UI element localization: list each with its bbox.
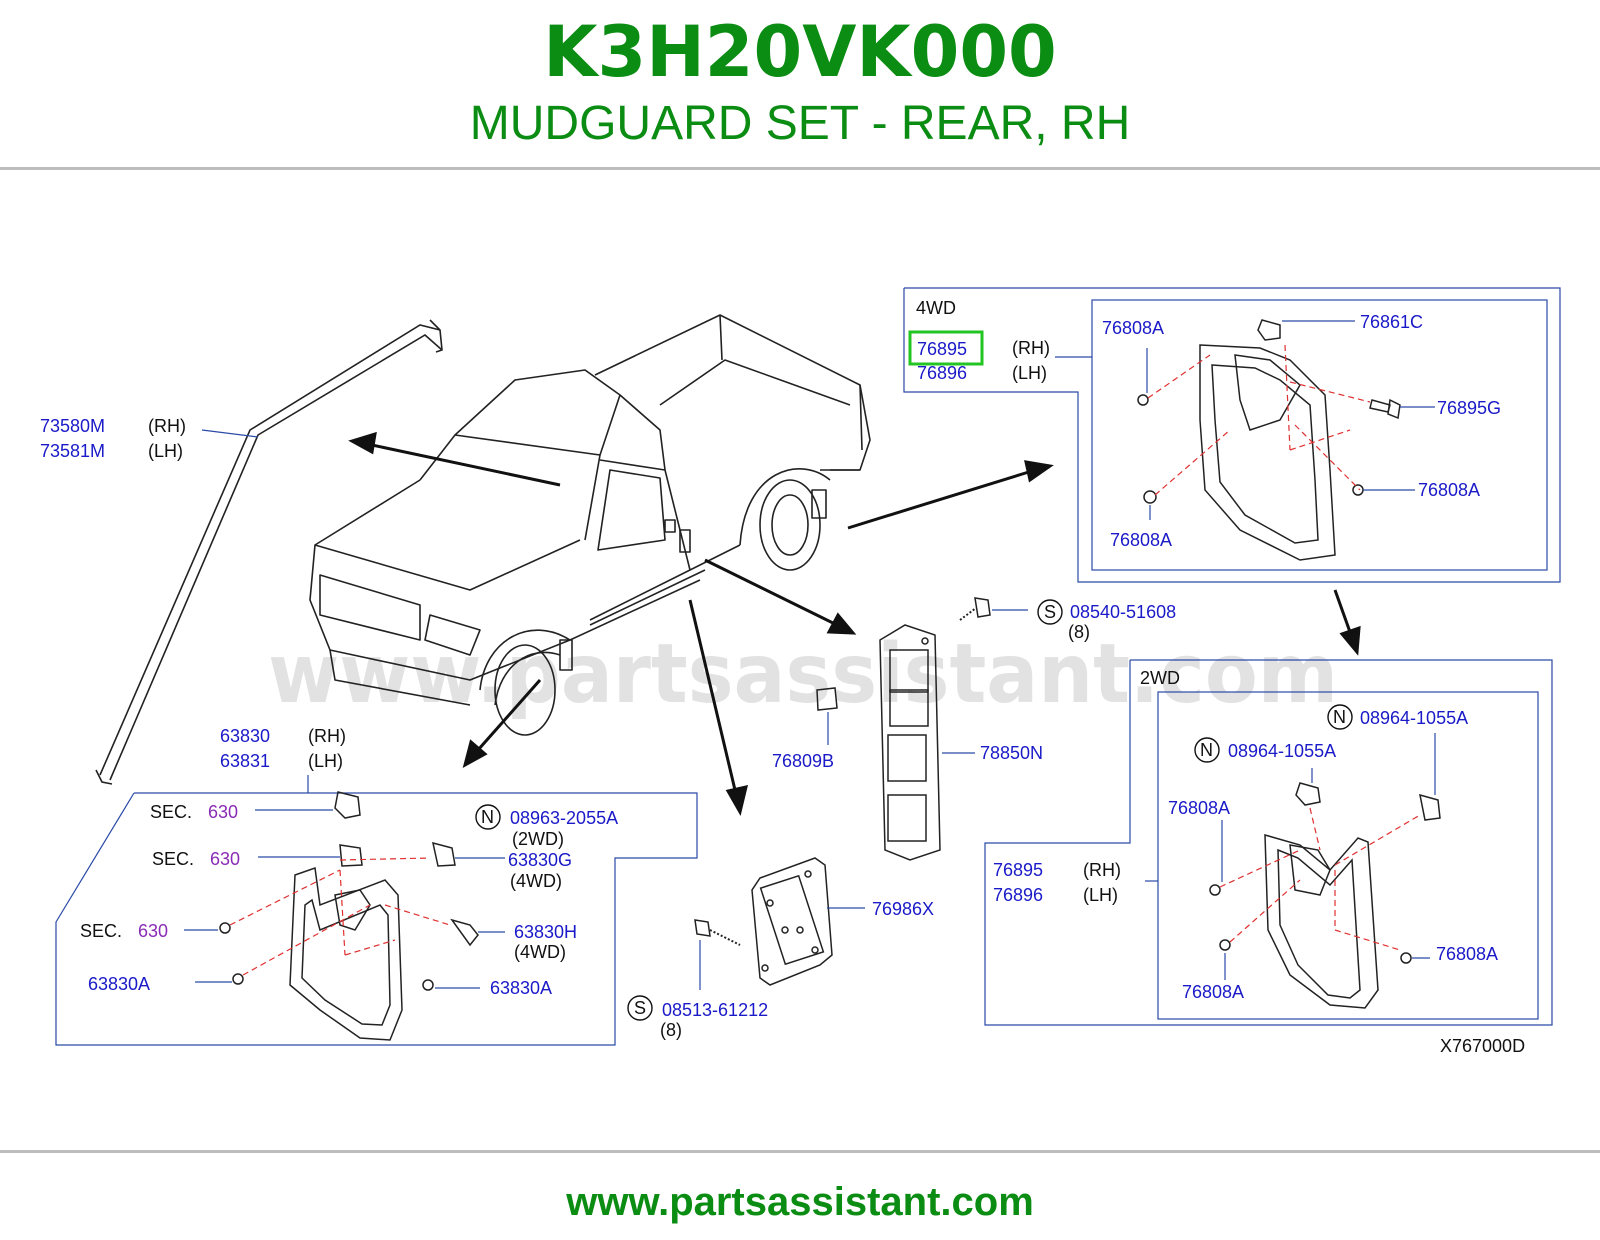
box-2wd [984, 659, 1553, 1026]
box-2wd-nut-2[interactable]: 08964-1055A [1228, 741, 1336, 761]
front-rivet-part-number[interactable]: 63830H [514, 922, 577, 942]
pad-screw-part-number[interactable]: 08513-61212 [662, 1000, 768, 1020]
n-symbol [1194, 737, 1220, 763]
front-nut-symbol: N [481, 807, 494, 827]
weatherstrip-rh-note: (RH) [148, 416, 186, 436]
assembly-lines-4wd [1147, 344, 1371, 496]
truck-illustration [309, 314, 871, 736]
front-nut-part-number[interactable]: 08963-2055A [510, 808, 618, 828]
box-4wd-title: 4WD [916, 298, 956, 318]
leader-lines-4wd [1146, 320, 1435, 520]
front-rh-note: (RH) [308, 726, 346, 746]
step-bar-part-number[interactable]: 78850N [980, 743, 1043, 763]
box-front [55, 775, 698, 1046]
box-2wd-lh-part-number[interactable]: 76896 [993, 885, 1043, 905]
screw-shank [959, 607, 977, 621]
assembly-lines-front [229, 857, 451, 976]
box-2wd-screw-bottom-left[interactable]: 76808A [1182, 982, 1244, 1002]
leader-lines-step [827, 609, 1028, 754]
front-clip-note: (4WD) [510, 871, 562, 891]
box-4wd-screw-top-left[interactable]: 76808A [1102, 318, 1164, 338]
step-clip-part-number[interactable]: 76809B [772, 751, 834, 771]
box-2wd-title: 2WD [1140, 668, 1180, 688]
mudguard-front-drawing [219, 791, 479, 1041]
box-4wd-screw-right[interactable]: 76808A [1418, 480, 1480, 500]
part-description: MUDGUARD SET - REAR, RH [469, 97, 1131, 150]
front-sec-link-3[interactable]: 630 [138, 921, 168, 941]
highlight-box [908, 330, 984, 366]
weatherstrip-lh-part-number[interactable]: 73581M [40, 441, 105, 461]
step-screw-symbol: S [1044, 602, 1056, 622]
weatherstrip-part [95, 319, 443, 785]
part-number-title: K3H20VK000 [543, 11, 1057, 93]
box-2wd-lh-note: (LH) [1083, 885, 1118, 905]
box-2wd-nut-1[interactable]: 08964-1055A [1360, 708, 1468, 728]
pad-screw-symbol: S [634, 998, 646, 1018]
step-screw-part-number[interactable]: 08540-51608 [1070, 602, 1176, 622]
box-4wd-rh-part-number[interactable]: 76895 [917, 339, 967, 359]
leader-lines-front [184, 809, 505, 989]
mudguard-2wd-drawing [1209, 782, 1441, 1009]
front-sec-link-2[interactable]: 630 [210, 849, 240, 869]
front-sec-label-2: SEC. [152, 849, 194, 869]
step-screw-qty: (8) [1068, 622, 1090, 642]
front-nut-note: (2WD) [512, 829, 564, 849]
box-4wd-lh-part-number[interactable]: 76896 [917, 363, 967, 383]
footer-url-link[interactable]: www.partsassistant.com [566, 1180, 1034, 1224]
front-lh-part-number[interactable]: 63831 [220, 751, 270, 771]
weatherstrip-rh-part-number[interactable]: 73580M [40, 416, 105, 436]
s-symbol [1037, 599, 1063, 625]
box-4wd-clip[interactable]: 76861C [1360, 312, 1423, 332]
box-4wd-rivet[interactable]: 76895G [1437, 398, 1501, 418]
box-4wd [903, 287, 1561, 583]
header: K3H20VK000 MUDGUARD SET - REAR, RH [0, 0, 1600, 170]
front-screw-right[interactable]: 63830A [490, 978, 552, 998]
step-bar-drawing [816, 597, 991, 861]
front-clip-part-number[interactable]: 63830G [508, 850, 572, 870]
footer-divider [0, 1150, 1600, 1153]
box-2wd-nut-2-symbol: N [1200, 740, 1213, 760]
box-2wd-screw-right[interactable]: 76808A [1436, 944, 1498, 964]
pad-screw-qty: (8) [660, 1020, 682, 1040]
pad-part-number[interactable]: 76986X [872, 899, 934, 919]
box-4wd-screw-bottom-left[interactable]: 76808A [1110, 530, 1172, 550]
box-2wd-rh-note: (RH) [1083, 860, 1121, 880]
screw-shank [709, 929, 741, 946]
pointer-arrows [348, 431, 1361, 817]
box-4wd-rh-note: (RH) [1012, 338, 1050, 358]
diagram-code: X767000D [1440, 1036, 1525, 1056]
header-divider [0, 167, 1600, 170]
pad-drawing [694, 857, 833, 986]
s-symbol [627, 995, 653, 1021]
n-symbol [475, 804, 501, 830]
leader-lines-2wd [1221, 733, 1436, 980]
front-sec-label-3: SEC. [80, 921, 122, 941]
box-2wd-rh-part-number[interactable]: 76895 [993, 860, 1043, 880]
box-2wd-screw-top-left[interactable]: 76808A [1168, 798, 1230, 818]
front-lh-note: (LH) [308, 751, 343, 771]
front-rh-part-number[interactable]: 63830 [220, 726, 270, 746]
front-screw-left[interactable]: 63830A [88, 974, 150, 994]
front-sec-label-1: SEC. [150, 802, 192, 822]
mudguard-4wd-drawing [1137, 319, 1401, 561]
leader-line [201, 429, 259, 438]
front-sec-link-1[interactable]: 630 [208, 802, 238, 822]
weatherstrip-lh-note: (LH) [148, 441, 183, 461]
leader-lines-pad [699, 907, 865, 990]
assembly-lines-2wd [1219, 807, 1421, 951]
n-symbol [1327, 704, 1353, 730]
box-4wd-lh-note: (LH) [1012, 363, 1047, 383]
box-2wd-nut-1-symbol: N [1333, 707, 1346, 727]
front-rivet-note: (4WD) [514, 942, 566, 962]
